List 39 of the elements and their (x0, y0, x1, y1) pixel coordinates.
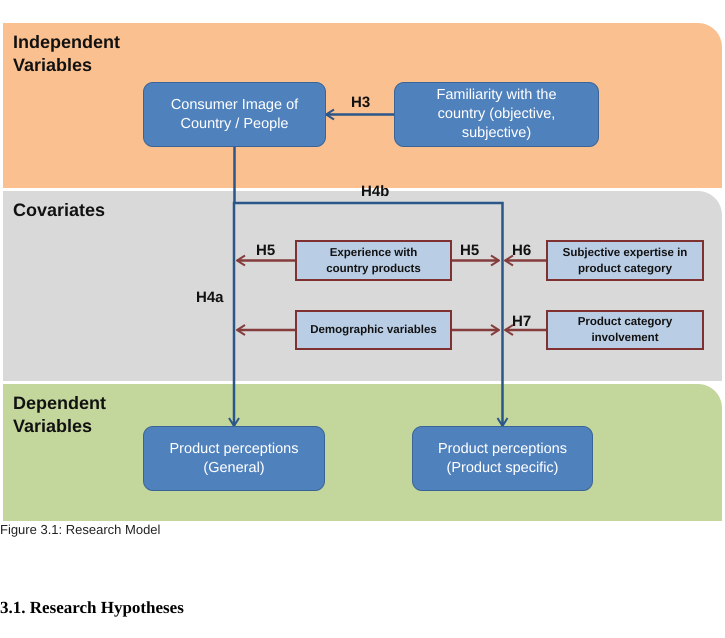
edge-label: H6 (512, 243, 532, 258)
edge-label: H5 (460, 243, 480, 258)
arrow (234, 202, 508, 427)
band-title: Dependent Variables (13, 392, 108, 438)
arrow (228, 202, 240, 427)
arrow (236, 254, 295, 266)
variable-box (394, 82, 599, 147)
variable-name: Product perceptions (Product specific) (437, 440, 568, 478)
arrow (452, 324, 500, 336)
arrow (504, 254, 546, 266)
arrow (236, 324, 295, 336)
covariate-box (295, 240, 452, 281)
covariate-name: Product category involvement (576, 315, 674, 346)
covariate-name: Subjective expertise in product category (562, 246, 688, 276)
arrow (452, 254, 500, 266)
covariate-box (546, 240, 704, 281)
covariate-name: Demographic variables (310, 323, 437, 338)
arrow (504, 324, 546, 336)
connector-line (233, 147, 236, 203)
variable-name: Product perceptions (General) (168, 440, 300, 478)
covariate-name: Experience with country products (325, 246, 422, 276)
edge-label: H5 (256, 243, 276, 258)
variable-name: Familiarity with the country (objective, subjective) (435, 86, 558, 143)
arrow (325, 108, 394, 120)
covariate-box (295, 310, 452, 350)
band-title: Independent Variables (13, 31, 121, 77)
edge-label: H4a (196, 290, 224, 305)
figure-caption: Figure 3.1: Research Model (0, 522, 160, 538)
edge-label: H3 (351, 95, 370, 110)
variable-box (143, 426, 325, 491)
section-band (3, 384, 722, 521)
edge-label: H4b (361, 184, 390, 199)
band-title: Covariates (13, 199, 106, 222)
covariate-box (546, 310, 704, 350)
variable-box (143, 82, 326, 147)
section-heading: 3.1. Research Hypotheses (0, 598, 184, 618)
variable-box (412, 426, 593, 491)
edge-label: H7 (512, 314, 532, 329)
variable-name: Consumer Image of Country / People (170, 96, 300, 134)
